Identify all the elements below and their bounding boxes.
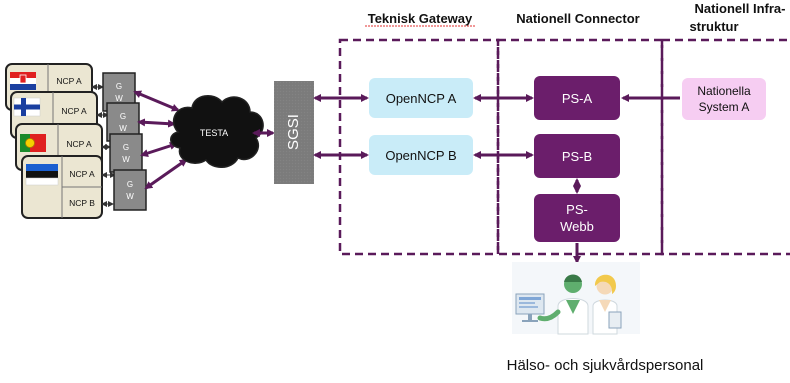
testa-cloud: TESTA	[170, 95, 264, 168]
croatia-flag-icon	[10, 72, 36, 90]
header-nationell-connector: Nationell Connector	[516, 11, 640, 26]
openncp-a-box: OpenNCP A	[369, 78, 473, 118]
gw-label-line2: W	[122, 155, 130, 164]
monitor-icon	[515, 293, 545, 322]
ps-webb-label-line2: Webb	[560, 219, 594, 234]
openncp-b-label: OpenNCP B	[385, 148, 456, 163]
sgsi-box: SGSI	[274, 81, 314, 184]
ncp-label: NCP A	[56, 76, 82, 86]
card-gw-connectors	[91, 84, 116, 207]
finland-flag-icon	[13, 97, 41, 117]
gw-label-line1: G	[120, 112, 126, 121]
teknisk-gateway-frame	[338, 38, 500, 256]
ps-a-label: PS-A	[562, 91, 593, 106]
testa-label: TESTA	[200, 128, 228, 138]
nationell-connector-frame	[496, 38, 664, 256]
ncp-label: NCP A	[66, 139, 92, 149]
nationella-label-line2: System A	[699, 100, 750, 114]
gw-label-line2: W	[126, 192, 134, 201]
gw-label-line1: G	[123, 143, 129, 152]
portugal-flag-icon	[20, 134, 46, 152]
gw-box-3: G W	[109, 133, 143, 173]
header-nationell-infrastruktur-line2: struktur	[689, 19, 738, 34]
nurse-icon	[592, 274, 622, 335]
ps-webb-label-line1: PS-	[566, 202, 588, 217]
nationella-label-line1: Nationella	[697, 84, 751, 98]
personnel-caption: Hälso- och sjukvårdspersonal	[507, 357, 704, 374]
country-card-estonia: NCP A NCP B	[21, 155, 103, 219]
gw-label-line1: G	[127, 180, 133, 189]
ncp-label-top: NCP A	[69, 169, 95, 179]
header-nationell-infrastruktur-line1: Nationell Infra-	[694, 1, 785, 16]
estonia-flag-icon	[25, 164, 59, 186]
sgsi-label: SGSI	[285, 114, 302, 150]
ps-b-label: PS-B	[562, 149, 592, 164]
gw-label-line2: W	[119, 124, 127, 133]
healthcare-personnel-illustration	[512, 262, 640, 335]
gw-testa-links	[133, 90, 188, 190]
openncp-b-box: OpenNCP B	[369, 135, 473, 175]
doctor-green-icon	[537, 274, 589, 335]
nationell-infrastruktur-frame	[660, 38, 790, 256]
nationella-system-a-box: Nationella System A	[682, 78, 766, 120]
ps-b-box: PS-B	[534, 134, 620, 178]
gw-label-line2: W	[115, 94, 123, 103]
header-teknisk-gateway: Teknisk Gateway	[368, 11, 473, 26]
ncp-label-bottom: NCP B	[69, 198, 95, 208]
ncp-label: NCP A	[61, 106, 87, 116]
ps-webb-box: PS- Webb	[534, 194, 620, 242]
gw-label-line1: G	[116, 82, 122, 91]
gw-box-4: G W	[113, 169, 147, 211]
openncp-a-label: OpenNCP A	[386, 91, 457, 106]
ps-a-box: PS-A	[534, 76, 620, 120]
